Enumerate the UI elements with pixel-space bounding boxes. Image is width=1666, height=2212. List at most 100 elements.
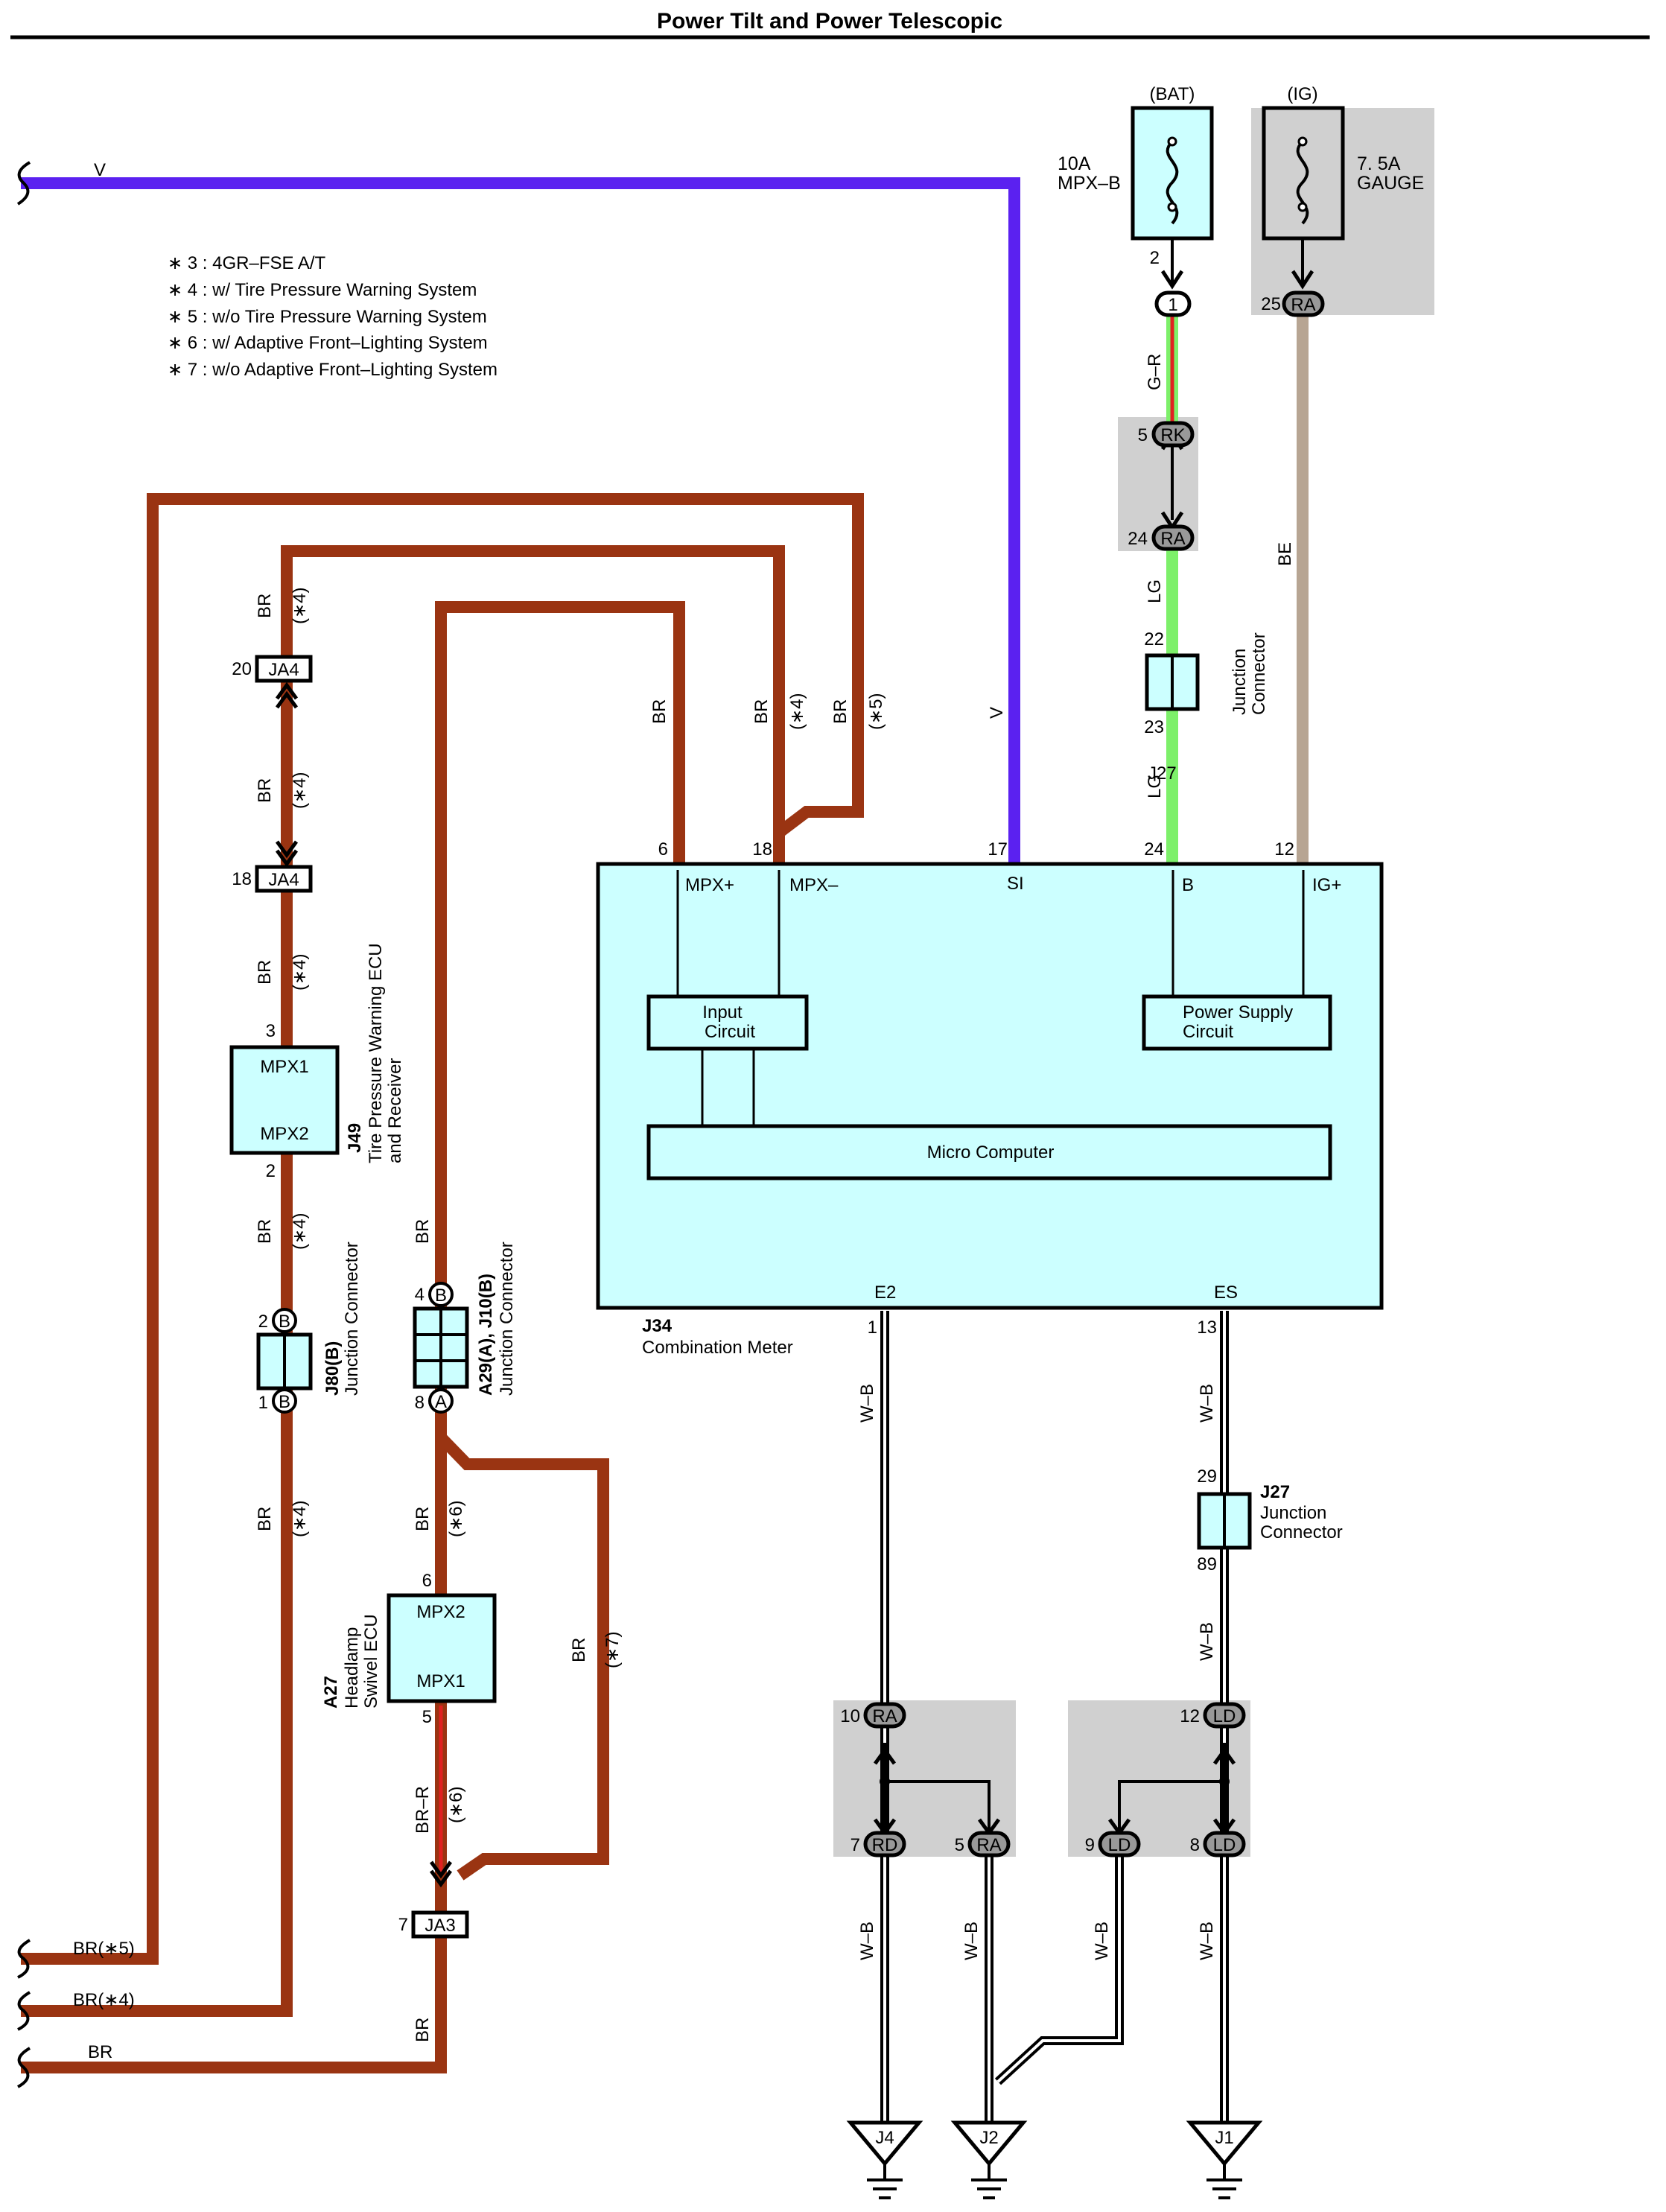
svg-text:LD: LD bbox=[1213, 1706, 1236, 1726]
j49-code: J49 bbox=[345, 1123, 365, 1153]
term-e2: E2 bbox=[874, 1283, 896, 1303]
svg-text:12: 12 bbox=[1180, 1706, 1200, 1726]
notes-block: ∗ 3 : 4GR–FSE A/T ∗ 4 : w/ Tire Pressure… bbox=[168, 253, 497, 380]
j49-name-2: and Receiver bbox=[385, 1058, 405, 1163]
svg-text:J4: J4 bbox=[875, 2128, 894, 2148]
svg-text:B: B bbox=[279, 1392, 290, 1412]
splice-lines bbox=[883, 443, 1226, 1832]
svg-text:23: 23 bbox=[1144, 717, 1164, 737]
ground-j2: J2 bbox=[950, 2120, 1028, 2199]
note-6: ∗ 6 : w/ Adaptive Front–Lighting System bbox=[168, 333, 488, 353]
svg-text:V: V bbox=[987, 707, 1007, 719]
svg-text:J2: J2 bbox=[979, 2128, 998, 2148]
svg-text:W–B: W–B bbox=[1197, 1622, 1217, 1661]
wire-br bbox=[21, 601, 685, 2073]
j27-lower-name2: Connector bbox=[1260, 1522, 1343, 1542]
svg-text:(∗4): (∗4) bbox=[290, 772, 310, 809]
br-wires bbox=[21, 493, 864, 2073]
connector-ja3: JA3 bbox=[411, 1910, 469, 1939]
j27-upper-name-2: Connector bbox=[1249, 632, 1269, 715]
svg-text:7: 7 bbox=[851, 1835, 860, 1855]
svg-text:BE: BE bbox=[1275, 542, 1295, 566]
svg-text:RA: RA bbox=[872, 1706, 897, 1726]
note-4: ∗ 4 : w/ Tire Pressure Warning System bbox=[168, 280, 477, 300]
svg-text:LG: LG bbox=[1145, 775, 1165, 798]
note-7: ∗ 7 : w/o Adaptive Front–Lighting System bbox=[168, 360, 497, 380]
connector-ja4-18: JA4 bbox=[255, 865, 313, 893]
svg-text:20: 20 bbox=[232, 659, 252, 679]
svg-text:2: 2 bbox=[266, 1161, 276, 1181]
svg-text:BR: BR bbox=[255, 594, 275, 618]
svg-text:BR: BR bbox=[255, 1219, 275, 1244]
j27-upper-name-1: Junction bbox=[1230, 649, 1250, 715]
break-symbols bbox=[16, 161, 31, 2088]
pill-connectors: 1 RA RK RA RA RD RA LD bbox=[863, 290, 1325, 1857]
svg-text:BR: BR bbox=[413, 1507, 433, 1531]
svg-text:RA: RA bbox=[1291, 295, 1315, 315]
svg-text:29: 29 bbox=[1197, 1466, 1217, 1487]
svg-text:BR: BR bbox=[649, 699, 670, 724]
svg-text:6: 6 bbox=[422, 1571, 432, 1591]
svg-text:(∗4): (∗4) bbox=[787, 693, 807, 730]
svg-text:17: 17 bbox=[988, 839, 1008, 859]
svg-text:3: 3 bbox=[266, 1021, 276, 1041]
a27-code: A27 bbox=[321, 1676, 341, 1709]
svg-text:6: 6 bbox=[658, 839, 668, 859]
svg-text:5: 5 bbox=[955, 1835, 964, 1855]
micro-computer-box bbox=[646, 1124, 1332, 1180]
a27-ecu: MPX2 MPX1 bbox=[387, 1593, 497, 1703]
svg-text:(∗4): (∗4) bbox=[290, 1501, 310, 1537]
svg-text:5: 5 bbox=[422, 1707, 432, 1727]
a27-name-2: Swivel ECU bbox=[361, 1614, 381, 1709]
connector-ld-8: LD bbox=[1203, 1831, 1246, 1857]
j80-name: Junction Connector bbox=[342, 1242, 362, 1396]
fuse-ig-rating: 7. 5A bbox=[1357, 153, 1401, 174]
svg-text:JA4: JA4 bbox=[268, 870, 299, 890]
wire-br7-loop bbox=[436, 1433, 609, 1881]
connector-rk: RK bbox=[1151, 421, 1195, 448]
svg-text:BR: BR bbox=[255, 1507, 275, 1531]
rect-connectors: JA4 JA4 JA3 bbox=[255, 655, 469, 1939]
wire-br4 bbox=[21, 545, 785, 2017]
svg-text:LG: LG bbox=[1145, 579, 1165, 603]
ground-j4: J4 bbox=[846, 2120, 923, 2199]
pin-numbers: 20 18 3 2 2 1 4 8 6 5 7 6 18 17 24 12 25… bbox=[232, 294, 1294, 1935]
svg-text:A: A bbox=[435, 1392, 447, 1412]
svg-text:BR–R: BR–R bbox=[413, 1786, 433, 1834]
svg-text:RK: RK bbox=[1160, 425, 1185, 445]
svg-text:BR: BR bbox=[413, 1219, 433, 1244]
svg-text:JA3: JA3 bbox=[425, 1916, 455, 1936]
svg-text:RA: RA bbox=[976, 1835, 1001, 1855]
j34-code: J34 bbox=[642, 1316, 673, 1336]
j27-lower-name1: Junction bbox=[1260, 1503, 1326, 1523]
a29-code: A29(A), J10(B) bbox=[476, 1274, 496, 1396]
ground-j1: J1 bbox=[1186, 2120, 1263, 2199]
a27-mpx2: MPX2 bbox=[416, 1602, 465, 1622]
input-circuit-line1: Input bbox=[702, 1002, 743, 1023]
svg-text:W–B: W–B bbox=[1092, 1922, 1112, 1960]
j27-upper bbox=[1145, 653, 1200, 711]
j80-code: J80(B) bbox=[322, 1341, 343, 1396]
svg-text:W–B: W–B bbox=[857, 1922, 877, 1960]
svg-text:13: 13 bbox=[1197, 1318, 1217, 1338]
term-mpx-minus: MPX– bbox=[789, 875, 839, 895]
fuse-bat-rating: 10A bbox=[1058, 153, 1091, 174]
power-supply-line2: Circuit bbox=[1183, 1022, 1233, 1042]
svg-text:24: 24 bbox=[1128, 529, 1148, 549]
a29-connector: B A bbox=[413, 1282, 469, 1414]
svg-text:BR: BR bbox=[255, 778, 275, 803]
j49-mpx2: MPX2 bbox=[260, 1124, 308, 1144]
wire-label-br4: BR(∗4) bbox=[73, 1990, 135, 2010]
wire-v bbox=[21, 177, 1020, 864]
connector-ld-9: LD bbox=[1098, 1831, 1141, 1857]
connector-ld-12: LD bbox=[1203, 1702, 1246, 1729]
svg-text:9: 9 bbox=[1085, 1835, 1095, 1855]
power-supply-circuit-box bbox=[1142, 994, 1332, 1051]
a29-name: Junction Connector bbox=[497, 1242, 517, 1396]
svg-text:B: B bbox=[279, 1312, 290, 1332]
input-circuit-line2: Circuit bbox=[705, 1022, 755, 1042]
term-es: ES bbox=[1214, 1283, 1238, 1303]
svg-text:W–B: W–B bbox=[961, 1922, 982, 1960]
j34-combination-meter: Input Circuit Power Supply Circuit Micro… bbox=[596, 862, 1384, 1310]
ig-label: (IG) bbox=[1287, 84, 1317, 104]
